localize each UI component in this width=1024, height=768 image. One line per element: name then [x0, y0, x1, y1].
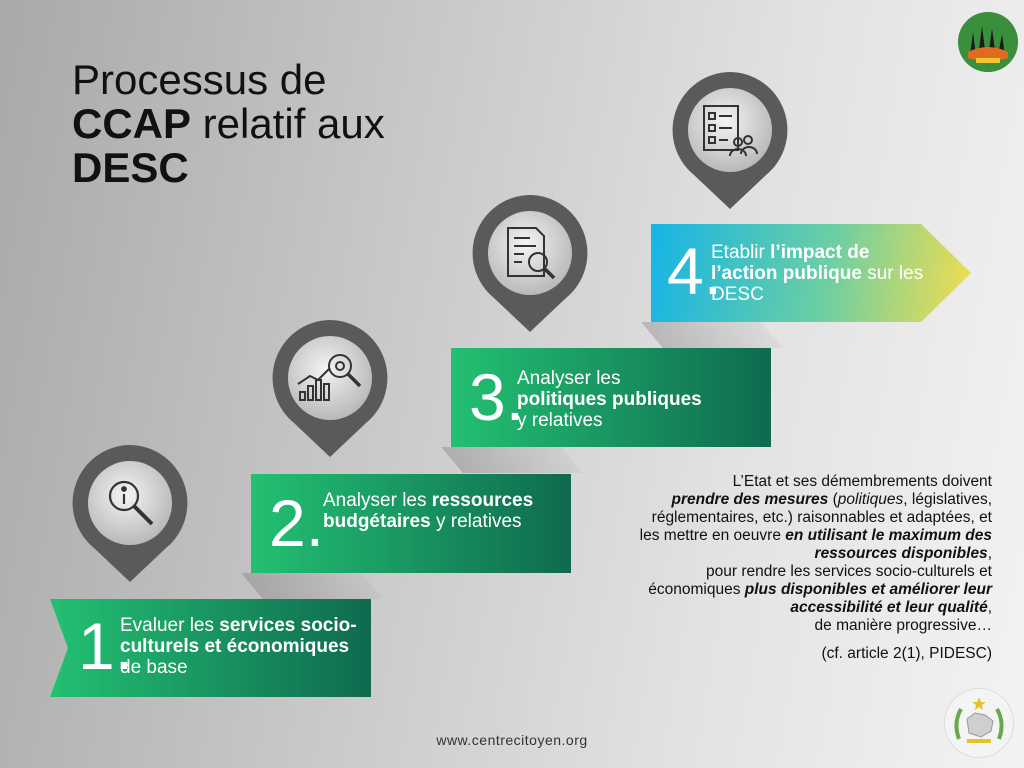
pidesc-quote: L’Etat et ses démembrements doivent pren…	[572, 473, 992, 663]
info-search-icon	[108, 480, 154, 526]
title-line-2: CCAP relatif aux	[72, 100, 385, 147]
step-3-number: 3.	[469, 360, 525, 434]
step-2-number: 2.	[269, 486, 325, 560]
step-4-number: 4.	[667, 234, 723, 308]
emblem-logo	[944, 688, 1014, 758]
step-1-box: 1. Evaluer les services socio-culturels …	[50, 599, 371, 697]
step-1-number: 1.	[78, 609, 134, 683]
step-4-box: 4. Etablir l’impact de l’action publique…	[651, 224, 971, 322]
website-url[interactable]: www.centrecitoyen.org	[436, 732, 588, 748]
document-search-icon	[507, 227, 556, 280]
step-1-pin	[72, 445, 188, 582]
step-4-text: Etablir l’impact de l’action publique su…	[711, 242, 924, 305]
step-2-pin	[272, 320, 388, 457]
title-line-3: DESC	[72, 144, 189, 191]
chart-analysis-icon	[297, 354, 362, 401]
step-1-text: Evaluer les services socio-culturels et …	[120, 615, 357, 678]
step-3-text: Analyser les politiques publiques y rela…	[517, 368, 702, 431]
page-title: Processus de CCAP relatif aux DESC	[72, 58, 385, 190]
quote-reference: (cf. article 2(1), PIDESC)	[821, 645, 992, 662]
step-2-box: 2. Analyser les ressources budgétaires y…	[251, 474, 571, 573]
step-4-pin	[672, 72, 788, 209]
checklist-people-icon	[703, 105, 758, 157]
step-3-box: 3. Analyser les politiques publiques y r…	[451, 348, 771, 447]
title-line-1: Processus de	[72, 56, 327, 103]
step-3-pin	[472, 195, 588, 332]
organization-logo	[958, 12, 1018, 72]
step-2-text: Analyser les ressources budgétaires y re…	[323, 490, 534, 532]
